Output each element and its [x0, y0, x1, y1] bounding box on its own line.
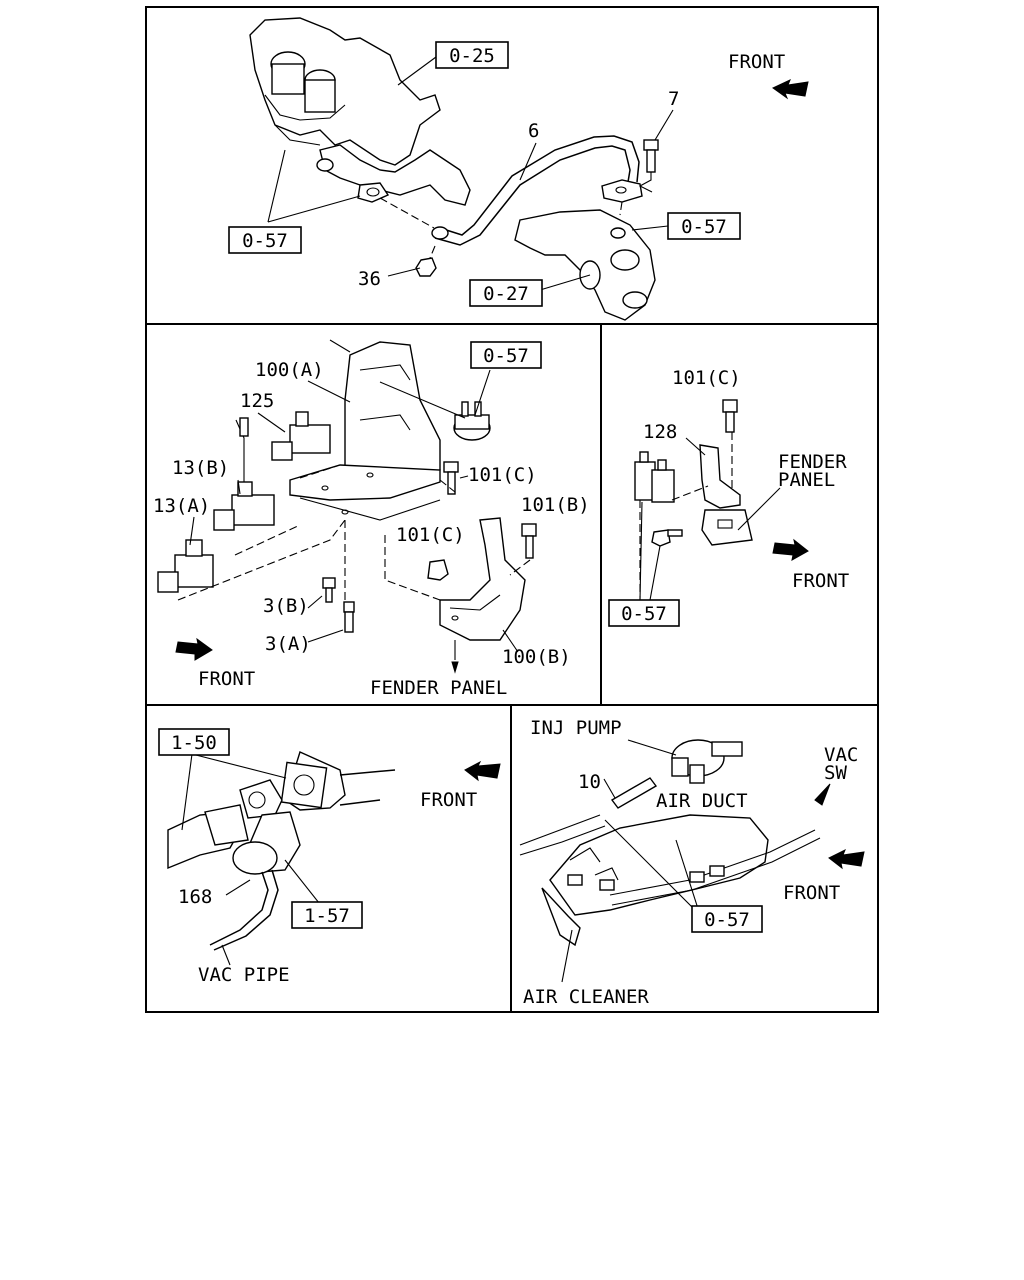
front-label-mid-right: FRONT	[792, 570, 849, 592]
front-label-bot-right: FRONT	[783, 882, 840, 904]
panel-bot-left: 1-50 1-57 168 FRONT VAC PIPE	[158, 728, 501, 986]
svg-text:0-57: 0-57	[621, 603, 667, 625]
part-101b-label: 101(B)	[521, 494, 590, 516]
bracket-100b-drawing	[439, 517, 526, 641]
svg-text:0-57: 0-57	[704, 909, 750, 931]
fender-label-line2: PANEL	[778, 469, 835, 491]
bracket-100a-drawing	[289, 339, 441, 521]
svg-text:1-57: 1-57	[304, 905, 350, 927]
vac-sw-arrow-icon	[814, 783, 831, 806]
fender-label-line1: FENDER	[778, 451, 847, 473]
part-13a-label: 13(A)	[153, 495, 210, 517]
ref-0-57-top-right: 0-57	[667, 212, 741, 240]
panel-frames	[145, 6, 879, 1013]
down-arrow-icon	[451, 661, 459, 674]
bolt-101b-drawing	[521, 523, 537, 559]
front-arrow-icon	[175, 637, 213, 661]
svg-text:0-57: 0-57	[483, 345, 529, 367]
part-3b-label: 3(B)	[263, 595, 309, 617]
part-100b-label: 100(B)	[502, 646, 571, 668]
bolt-3a-drawing	[343, 601, 355, 633]
vac-label-line1: VAC	[824, 744, 858, 766]
part-10-label: 10	[578, 771, 601, 793]
front-arrow-icon	[464, 760, 501, 782]
part-101c-label-b: 101(C)	[396, 524, 465, 546]
front-label-mid-left: FRONT	[198, 668, 255, 690]
part-13b-label: 13(B)	[172, 457, 229, 479]
bolt-101c-lower-drawing	[427, 559, 449, 581]
ref-0-57-mid-right: 0-57	[608, 599, 680, 627]
ref-0-57-bot-right: 0-57	[691, 905, 763, 933]
bolt-3b-drawing	[322, 577, 336, 603]
air-duct-label: AIR DUCT	[656, 790, 748, 812]
part-128-label: 128	[643, 421, 677, 443]
front-label-top: FRONT	[728, 51, 785, 73]
fender-panel-label-mid-left: FENDER PANEL	[370, 677, 507, 699]
ref-0-57-mid-left: 0-57	[470, 341, 542, 369]
part-125-label: 125	[240, 390, 274, 412]
vacuum-pump-drawing	[167, 751, 396, 951]
nut-36-drawing	[415, 257, 437, 277]
front-arrow-icon	[772, 79, 809, 100]
solenoid-13a-drawing	[157, 539, 214, 593]
vac-pipe-label: VAC PIPE	[198, 964, 290, 986]
front-label-bot-left: FRONT	[420, 789, 477, 811]
part-36-label: 36	[358, 268, 381, 290]
inj-pump-drawing	[671, 739, 743, 784]
egr-pipe-drawing	[431, 135, 643, 246]
ref-1-57: 1-57	[291, 901, 363, 929]
ref-1-50: 1-50	[158, 728, 230, 756]
svg-text:1-50: 1-50	[171, 732, 217, 754]
svg-text:0-57: 0-57	[242, 230, 288, 252]
air-duct-drawing	[519, 814, 821, 947]
panel-bot-right: INJ PUMP 10 AIR DUCT VAC SW FRONT 0-57 A…	[519, 717, 865, 1008]
part-101c-label-a: 101(C)	[468, 464, 537, 486]
ref-0-25: 0-25	[435, 41, 509, 69]
panel-mid-left: 100(A) 125 13(B) 13(A) 0-57 101(C) 101(B…	[153, 339, 590, 699]
exhaust-manifold-drawing	[514, 209, 656, 321]
hose-10-drawing	[610, 777, 658, 809]
panel-top: 0-25 0-57 0-57 0-27 6 7 36 FRONT	[228, 17, 809, 321]
front-arrow-icon	[772, 538, 809, 561]
ref-0-27: 0-27	[469, 279, 543, 307]
part-100a-label: 100(A)	[255, 359, 324, 381]
panel-mid-right: 101(C) 128 FENDER PANEL FRONT 0-57	[608, 367, 849, 627]
part-6-label: 6	[528, 120, 539, 142]
intake-manifold-drawing	[249, 17, 471, 206]
svg-text:0-27: 0-27	[483, 283, 529, 305]
bolt-lower-right-drawing	[651, 529, 683, 547]
svg-text:0-25: 0-25	[449, 45, 495, 67]
air-cleaner-label: AIR CLEANER	[523, 986, 649, 1008]
inj-pump-label: INJ PUMP	[530, 717, 622, 739]
part-101c-label-right: 101(C)	[672, 367, 741, 389]
part-3a-label: 3(A)	[265, 633, 311, 655]
part-7-label: 7	[668, 88, 679, 110]
svg-text:0-57: 0-57	[681, 216, 727, 238]
ref-0-57-top-left: 0-57	[228, 226, 302, 254]
vacuum-sensor-drawing	[453, 401, 491, 441]
part-168-label: 168	[178, 886, 212, 908]
bolt-7-drawing	[638, 139, 659, 193]
bracket-128-drawing	[699, 444, 753, 546]
bolt-101c-right-drawing	[722, 399, 738, 433]
solenoid-pair-drawing	[634, 451, 675, 503]
solenoid-13b-drawing	[213, 417, 275, 531]
solenoid-125-drawing	[271, 411, 331, 461]
front-arrow-icon	[828, 848, 865, 870]
bolt-101c-mid-drawing	[443, 461, 459, 495]
vac-label-line2: SW	[824, 762, 847, 784]
